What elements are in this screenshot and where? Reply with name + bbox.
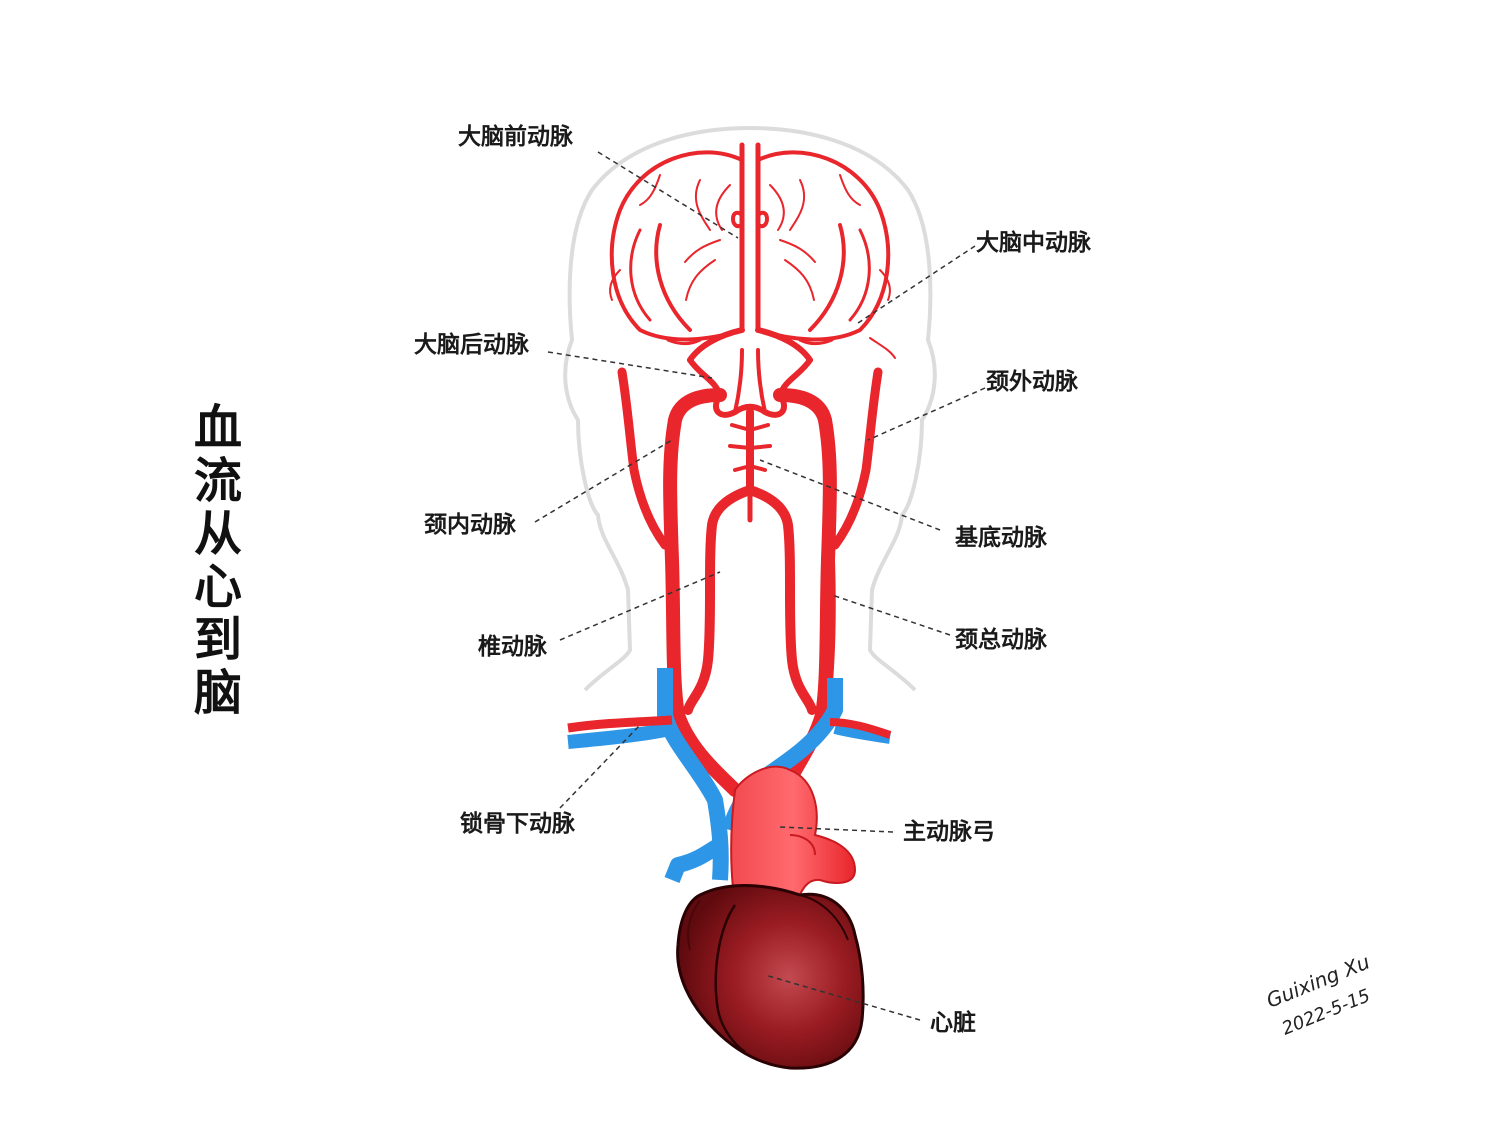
label-subclavian-artery: 锁骨下动脉 xyxy=(460,811,575,837)
subclavian-arteries xyxy=(567,715,892,739)
signature-mark: Guixing Xu 2022-5-15 xyxy=(1263,949,1373,1039)
label-internal-carotid-artery: 颈内动脉 xyxy=(424,512,516,538)
leader-lines xyxy=(534,151,986,1021)
title-char: 从 xyxy=(193,506,242,562)
title-char: 到 xyxy=(193,612,242,668)
head-outline xyxy=(563,125,937,692)
label-basilar-artery: 基底动脉 xyxy=(955,525,1047,551)
label-vertebral-artery: 椎动脉 xyxy=(478,634,547,660)
diagram-title: 血 流 从 心 到 脑 xyxy=(188,402,248,720)
title-char: 流 xyxy=(193,453,242,509)
neck-arteries xyxy=(617,367,883,797)
label-middle-cerebral-artery: 大脑中动脉 xyxy=(976,230,1091,256)
label-aortic-arch: 主动脉弓 xyxy=(903,819,995,845)
label-common-carotid-artery: 颈总动脉 xyxy=(955,627,1047,653)
label-posterior-cerebral-artery: 大脑后动脉 xyxy=(414,332,529,358)
title-char: 血 xyxy=(193,400,242,456)
label-heart: 心脏 xyxy=(930,1010,976,1036)
title-char: 心 xyxy=(193,559,242,615)
label-anterior-cerebral-artery: 大脑前动脉 xyxy=(458,124,573,150)
label-external-carotid-artery: 颈外动脉 xyxy=(986,369,1078,395)
title-char: 脑 xyxy=(193,665,242,721)
brain-arteries xyxy=(609,142,896,418)
